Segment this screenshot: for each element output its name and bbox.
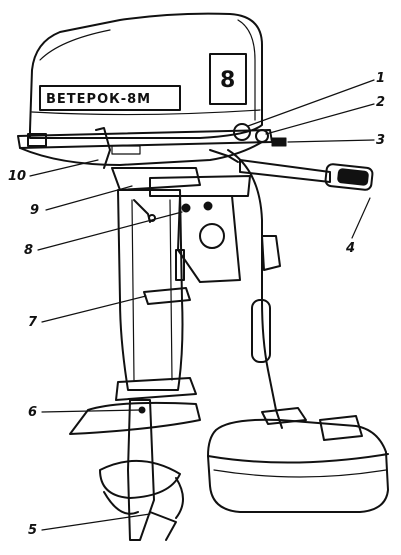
callout-1: 1 [376,71,385,86]
leader-6 [41,409,141,413]
fuel-line [227,149,283,429]
tank-cap [261,407,307,425]
callout-8: 8 [24,243,33,258]
tank-handle [319,415,363,441]
fuel-tank [207,407,389,513]
control-knob-2 [255,129,269,143]
cavitation-plate [115,377,197,401]
callout-3: 3 [376,133,385,148]
shaft-housing [117,189,191,391]
callout-6: 6 [28,405,37,420]
callout-7: 7 [28,315,38,330]
front-controls [209,123,287,163]
engine-cowling: ВЕТЕРОК-8М 8 [29,12,263,139]
bolt-8b [203,201,213,211]
power-badge: 8 [220,68,235,93]
label-tag [111,145,141,155]
depth-pin [175,249,185,281]
brand-label: ВЕТЕРОК-8М [46,92,151,107]
leader-4 [351,197,371,239]
callout-10: 10 [8,169,26,184]
propeller [99,460,181,499]
callout-2: 2 [376,95,385,110]
leader-3 [287,139,375,143]
callout-5: 5 [28,523,37,538]
brand-plate [39,85,181,111]
leader-7 [41,295,147,323]
clamp-screw [199,223,225,249]
choke-lever [95,127,111,169]
callout-4: 4 [345,241,355,256]
leader-9 [45,185,133,211]
leader-lines [29,79,375,531]
transom-clamp [177,195,241,283]
fuel-pump-bulb-clip [261,235,281,271]
control-knob-1 [233,123,251,141]
bolt-8 [181,203,191,213]
control-knob-3 [271,137,287,147]
leader-1 [247,79,375,127]
leader-5 [41,513,151,531]
callout-labels: 1 2 3 4 5 6 7 8 9 10 [8,71,385,538]
power-badge-plate [209,53,247,105]
leader-2 [265,103,375,135]
callout-9: 9 [30,203,39,218]
cowl-latch [27,133,47,147]
tilt-lever [133,199,151,223]
leader-8 [37,211,183,251]
skeg [149,511,177,541]
fuel-connector [209,149,239,163]
primer-bulb [251,299,271,363]
tiller-handle [239,159,374,191]
leader-10 [29,159,99,177]
lock-lever-7 [143,287,191,305]
